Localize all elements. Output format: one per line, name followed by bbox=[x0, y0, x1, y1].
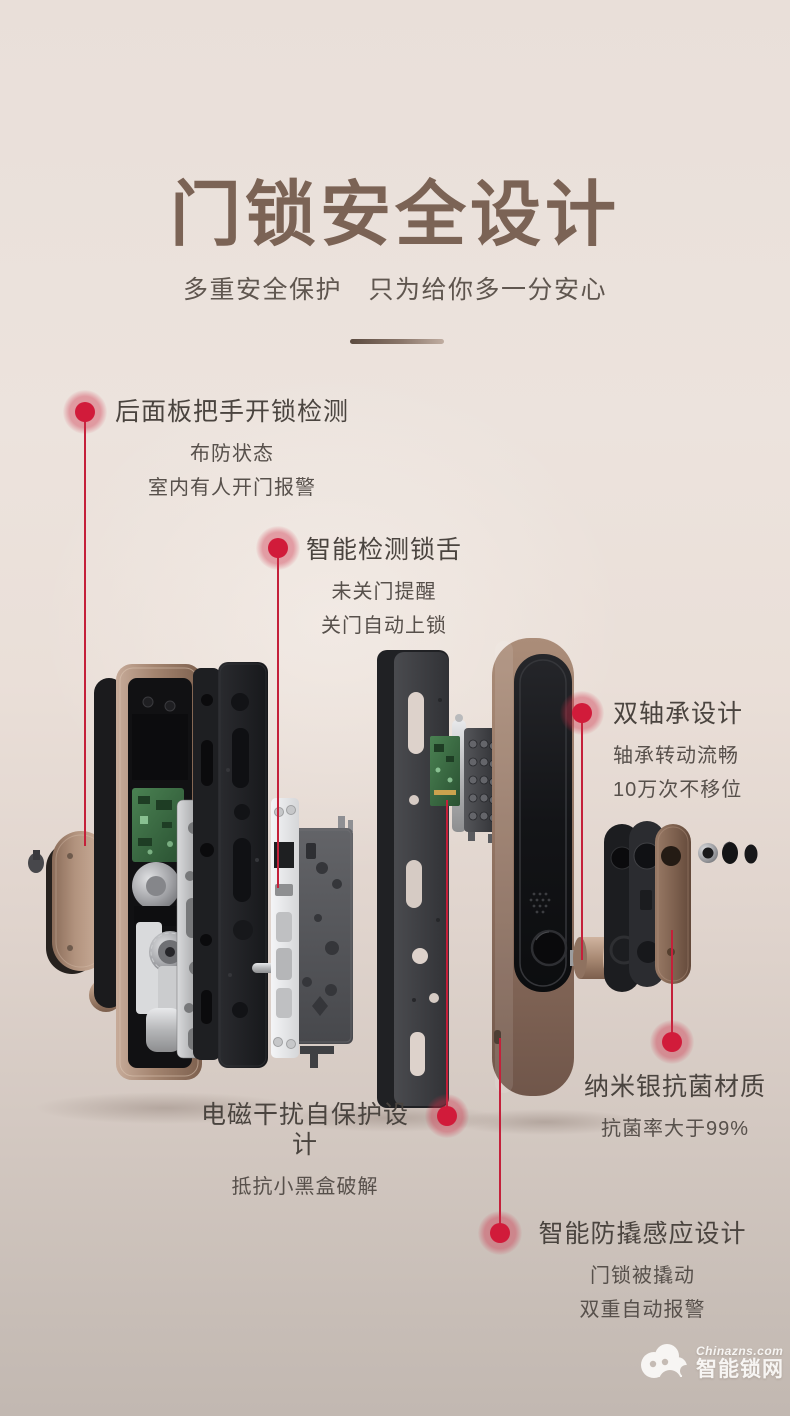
watermark-site-url: Chinazns.com bbox=[696, 1343, 784, 1358]
site-watermark: Chinazns.com 智能锁网 bbox=[636, 1334, 786, 1392]
marker-dot bbox=[662, 1032, 682, 1052]
callout-heading: 电磁干扰自保护设计 bbox=[200, 1101, 409, 1159]
marker-dot bbox=[490, 1223, 510, 1243]
callout-line: 双重自动报警 bbox=[579, 1299, 706, 1321]
leader-line-emi bbox=[446, 800, 448, 1116]
spindle-rod bbox=[252, 963, 276, 973]
emi-pcb bbox=[430, 736, 460, 806]
glass-face bbox=[514, 654, 572, 992]
leader-line-nano-silver bbox=[671, 930, 673, 1042]
callout-anti-pry-sensor: 智能防撬感应设计 门锁被撬动 双重自动报警 bbox=[525, 1219, 760, 1327]
lock-exploded-view-image bbox=[28, 638, 758, 1135]
callout-line: 门锁被撬动 bbox=[590, 1265, 695, 1287]
callout-dual-bearing: 双轴承设计 轴承转动流畅 10万次不移位 bbox=[613, 699, 773, 807]
back-plate bbox=[377, 650, 449, 1108]
speaker-grille bbox=[529, 892, 551, 914]
marker-anti-pry bbox=[478, 1211, 522, 1255]
callout-heading: 智能防撬感应设计 bbox=[538, 1220, 747, 1248]
marker-deadbolt bbox=[256, 526, 300, 570]
title-divider bbox=[350, 339, 444, 344]
callout-rear-handle-detection: 后面板把手开锁检测 布防状态 室内有人开门报警 bbox=[112, 397, 352, 505]
handle-cover-bronze bbox=[655, 824, 691, 984]
callout-emi-self-protection: 电磁干扰自保护设计 抵抗小黑盒破解 bbox=[190, 1100, 420, 1204]
watermark-text: Chinazns.com 智能锁网 bbox=[696, 1343, 784, 1382]
marker-dot bbox=[437, 1106, 457, 1126]
callout-line: 轴承转动流畅 bbox=[613, 745, 739, 767]
callout-line: 未关门提醒 bbox=[331, 581, 437, 603]
lock-faceplate bbox=[271, 798, 299, 1058]
watermark-site-name: 智能锁网 bbox=[696, 1357, 784, 1381]
marker-dot bbox=[268, 538, 288, 558]
main-pcb bbox=[132, 788, 184, 862]
cloud-logo-icon bbox=[636, 1338, 692, 1388]
callout-nano-silver: 纳米银抗菌材质 抗菌率大于99% bbox=[580, 1072, 770, 1146]
clutch-module bbox=[430, 714, 498, 843]
leader-line-rear-handle bbox=[84, 412, 86, 846]
marker-rear-handle bbox=[63, 390, 107, 434]
latch-bolt bbox=[275, 884, 293, 896]
callout-line: 关门自动上锁 bbox=[321, 615, 447, 637]
leader-line-deadbolt bbox=[277, 548, 279, 888]
callout-deadbolt-detection: 智能检测锁舌 未关门提醒 关门自动上锁 bbox=[305, 535, 463, 643]
marker-dot bbox=[75, 402, 95, 422]
end-caps bbox=[698, 841, 758, 864]
callout-line: 室内有人开门报警 bbox=[148, 477, 316, 499]
callout-line: 抵抗小黑盒破解 bbox=[231, 1176, 379, 1198]
marker-bearing bbox=[560, 691, 604, 735]
callout-heading: 双轴承设计 bbox=[613, 700, 744, 728]
page-subtitle: 多重安全保护 只为给你多一分安心 bbox=[182, 276, 607, 304]
page-title: 门锁安全设计 bbox=[169, 176, 620, 255]
marker-nano-silver bbox=[650, 1020, 694, 1064]
callout-heading: 智能检测锁舌 bbox=[305, 536, 462, 564]
leader-line-anti-pry bbox=[499, 1038, 501, 1233]
leader-line-bearing bbox=[581, 713, 583, 960]
marker-dot bbox=[572, 703, 592, 723]
handle-mount-hole bbox=[530, 929, 568, 967]
marker-emi bbox=[425, 1094, 469, 1138]
callout-heading: 纳米银抗菌材质 bbox=[583, 1073, 766, 1101]
inner-plate-b bbox=[218, 662, 276, 1068]
front-panel-outer bbox=[492, 638, 574, 1096]
deadbolt bbox=[274, 842, 294, 868]
callout-line: 布防状态 bbox=[190, 443, 274, 465]
callout-heading: 后面板把手开锁检测 bbox=[114, 398, 349, 426]
inner-plate-a bbox=[193, 668, 221, 1060]
mortise-lock-body bbox=[293, 816, 353, 1068]
callout-line: 抗菌率大于99% bbox=[600, 1118, 750, 1140]
callout-line: 10万次不移位 bbox=[613, 779, 743, 801]
